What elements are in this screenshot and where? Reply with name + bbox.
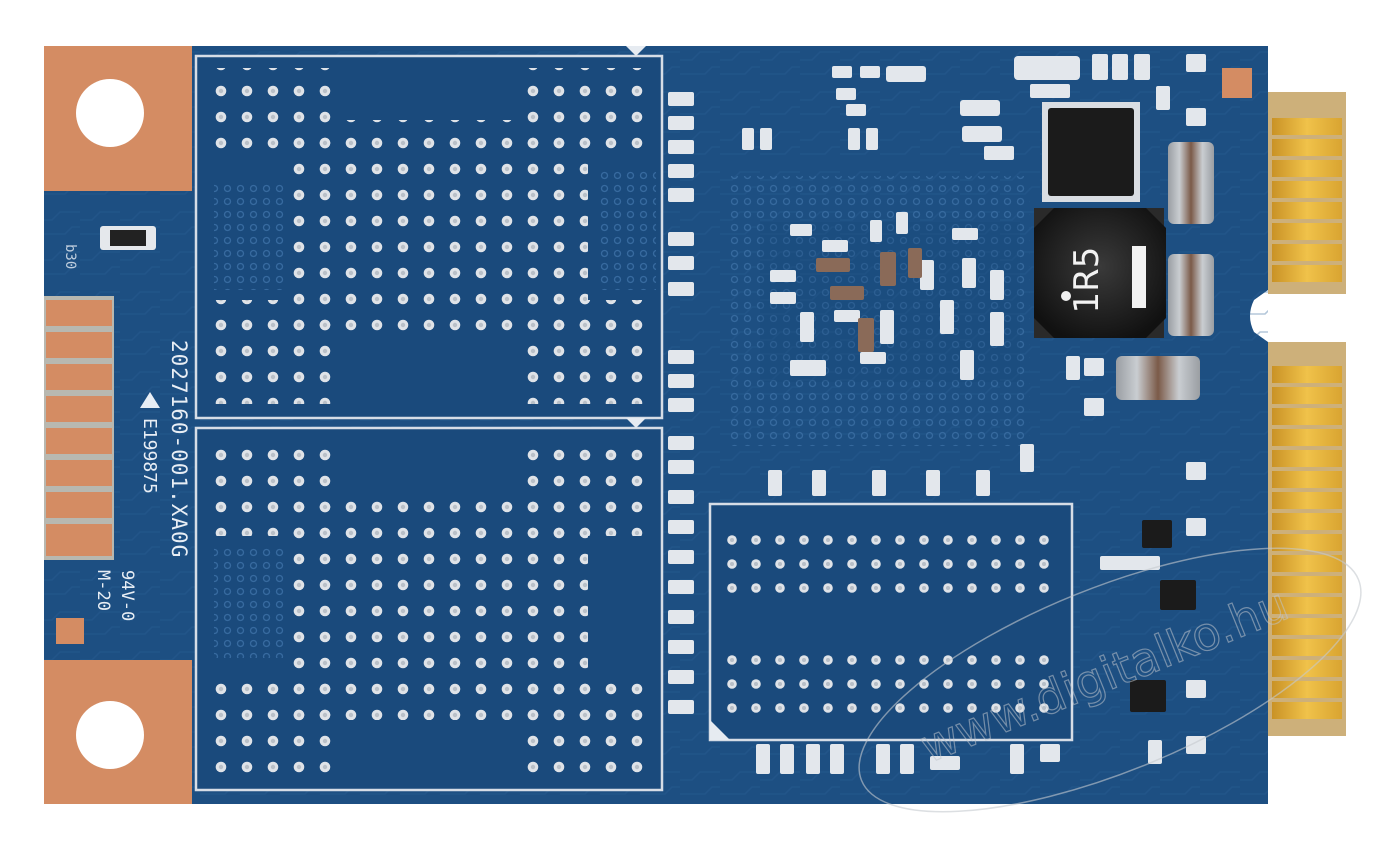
gold-finger	[1272, 618, 1342, 635]
gold-finger	[1272, 408, 1342, 425]
dram-footprint	[708, 502, 1074, 742]
top-small-components	[742, 54, 1206, 160]
inductor-label: 1R5	[1067, 247, 1107, 314]
gold-finger	[1272, 576, 1342, 593]
gold-finger	[1272, 513, 1342, 530]
dram-top-passives	[768, 470, 990, 496]
mounting-hole-bottom	[76, 701, 144, 769]
gold-finger	[1272, 139, 1342, 156]
resistor-left	[100, 226, 156, 250]
gold-finger	[1272, 223, 1342, 240]
gold-finger	[1272, 118, 1342, 135]
sot-transistors	[1130, 520, 1196, 712]
gold-finger	[1272, 265, 1342, 282]
dram-bottom-passives	[756, 744, 1060, 774]
gold-finger	[1272, 181, 1342, 198]
cert-logo-icon	[140, 392, 160, 408]
gold-finger	[1272, 450, 1342, 467]
flame-rating-text: 94V-0	[117, 570, 137, 621]
test-pad-top-right	[1222, 68, 1252, 98]
side-mark-text: b30	[62, 244, 78, 269]
edge-connector	[1268, 92, 1346, 736]
gold-finger	[1272, 702, 1342, 719]
left-edge-pads	[44, 296, 114, 560]
mounting-hole-top	[76, 79, 144, 147]
gold-finger	[1272, 492, 1342, 509]
gold-finger	[1272, 534, 1342, 551]
gold-finger	[1272, 471, 1342, 488]
passive-component-cluster	[760, 212, 1020, 382]
gold-finger	[1272, 660, 1342, 677]
bulk-capacitors	[1116, 142, 1214, 400]
cert-code-text: E199875	[139, 418, 160, 494]
gold-finger	[1272, 429, 1342, 446]
layer-mark-text: M-20	[93, 570, 113, 611]
gold-finger	[1272, 366, 1342, 383]
gold-finger	[1272, 202, 1342, 219]
gold-finger	[1272, 160, 1342, 177]
gold-finger	[1272, 555, 1342, 572]
nand-footprint-top	[194, 46, 664, 420]
gold-finger	[1272, 387, 1342, 404]
gold-finger	[1272, 639, 1342, 656]
decoupling-cap-column	[668, 92, 694, 714]
test-pad-small	[56, 618, 84, 644]
gold-finger	[1272, 597, 1342, 614]
pmic-qfn-chip	[1042, 102, 1140, 202]
gold-finger	[1272, 681, 1342, 698]
power-inductor: 1R5	[1034, 208, 1166, 338]
part-number-text: 2027160-001.XA0G	[167, 340, 191, 558]
nand-footprint-bottom	[194, 418, 664, 792]
gold-finger	[1272, 244, 1342, 261]
